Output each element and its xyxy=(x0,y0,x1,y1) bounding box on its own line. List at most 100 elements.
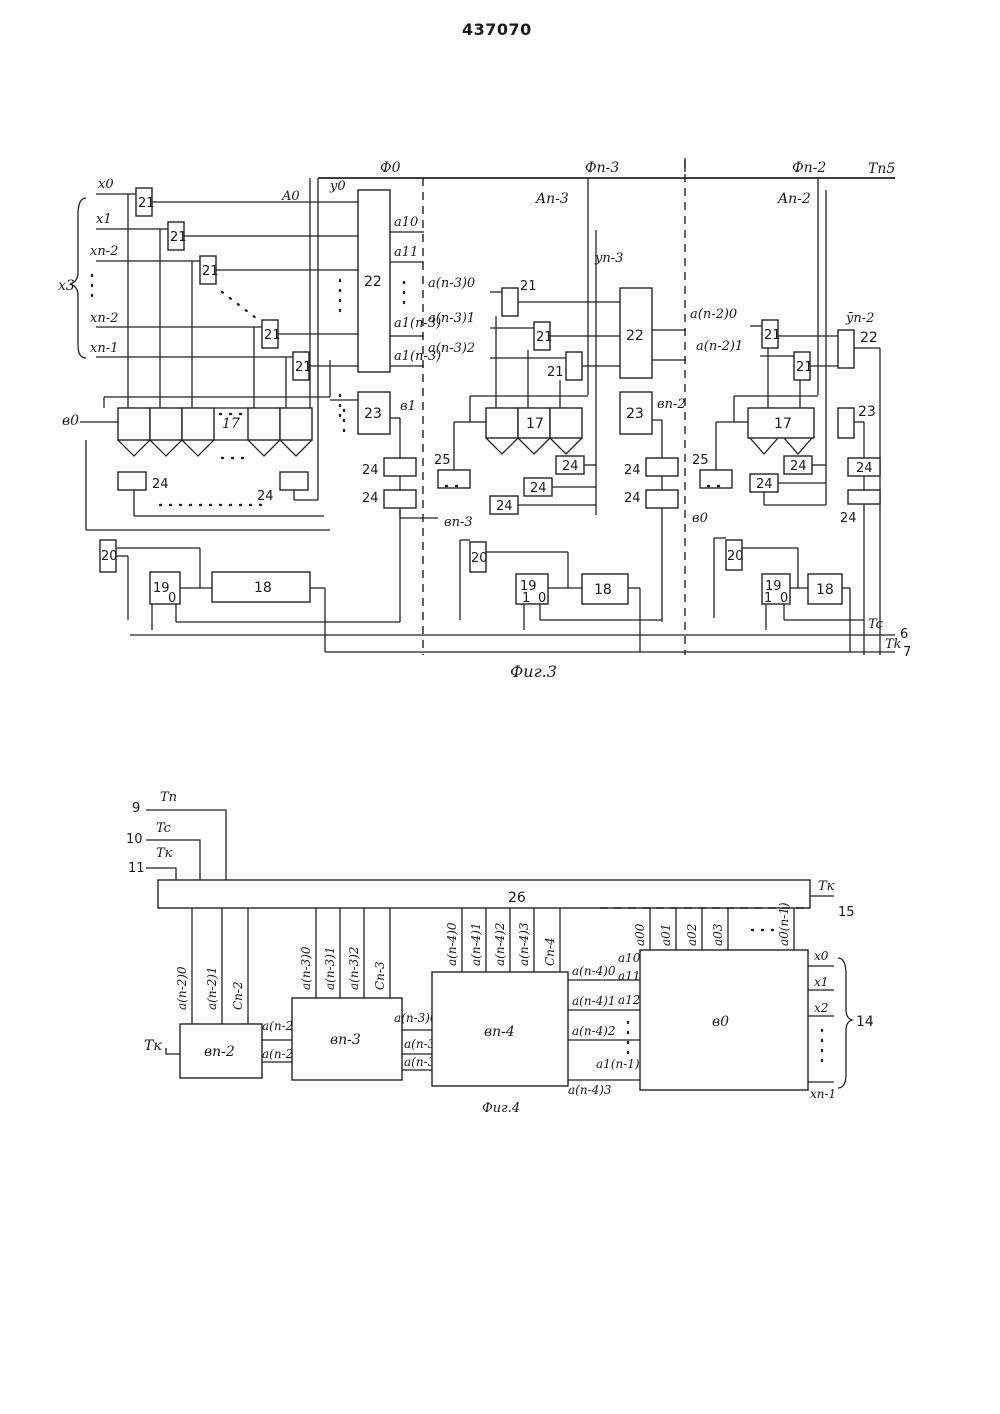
bus-b0-2: a02 xyxy=(685,924,699,946)
tc-label: Tc xyxy=(868,617,884,632)
block-17-phin2: 17 xyxy=(774,416,792,432)
block-24-m: 24 xyxy=(840,511,857,526)
input-xn2b: xn-2 xyxy=(90,311,118,326)
bus-to-b0: a00 a01 a02 a03 a0(n-1) xyxy=(633,902,794,950)
bus-n2-1: a(n-2)1 xyxy=(205,966,219,1010)
bus-26: 26 xyxy=(508,890,526,906)
input-xn1: xn-1 xyxy=(90,341,118,356)
out-b0-3: xn-1 xyxy=(810,1087,836,1101)
input-tk-left: Tк xyxy=(144,1038,162,1054)
block-22-phin2: 22 xyxy=(860,330,878,346)
bus-to-bn2: a(n-2)0 a(n-2)1 Cn-2 xyxy=(175,908,248,1024)
bus-n4-3: a(n-4)3 xyxy=(517,922,531,966)
block-19-phin3-s0: 0 xyxy=(538,591,546,606)
link-n4-3: a(n-4)3 xyxy=(568,1083,612,1097)
bus-to-bn4: a(n-4)0 a(n-4)1 a(n-4)2 a(n-4)3 Cn-4 xyxy=(445,908,560,972)
block-b0: в0 xyxy=(712,1014,729,1030)
bus-n4-0: a(n-4)0 xyxy=(445,922,459,966)
out-b0-1: x1 xyxy=(814,975,828,989)
block-21-d: 21 xyxy=(264,328,281,343)
bus-n4-4: Cn-4 xyxy=(543,937,557,966)
label-An2: An-2 xyxy=(776,191,811,207)
label-bn3: вn-3 xyxy=(444,515,473,530)
block-bn3: вn-3 xyxy=(330,1032,361,1048)
link-n4-2: a(n-4)2 xyxy=(572,1024,616,1038)
label-an31: a(n-3)1 xyxy=(428,311,475,326)
tn-label: Tn5 xyxy=(868,161,895,177)
input-tc: Tc xyxy=(156,821,172,836)
in-b0-1: a11 xyxy=(618,969,640,983)
block-24-b: 24 xyxy=(257,489,274,504)
block-22-phin3: 22 xyxy=(626,328,644,344)
ref-6: 6 xyxy=(900,627,908,642)
bus-b0-4: a0(n-1) xyxy=(777,902,791,946)
label-an20: a(n-2)0 xyxy=(690,307,737,322)
label-bn2: вn-2 xyxy=(657,397,686,412)
label-b0r: в0 xyxy=(692,511,708,526)
in-b0-3: a1(n-1) xyxy=(596,1057,640,1071)
input-xz: x3 xyxy=(58,278,75,294)
block-19-phi0-s0: 0 xyxy=(168,591,176,606)
label-a11: a11 xyxy=(394,245,418,260)
block-21-b: 21 xyxy=(170,230,187,245)
block-21-e: 21 xyxy=(295,360,312,375)
block-18-phi0: 18 xyxy=(254,580,272,596)
block-bn2: вn-2 xyxy=(204,1044,235,1060)
bus-n3-1: a(n-3)1 xyxy=(323,946,337,990)
figure-4: 9 10 11 Tп Tc Tк 26 Tк 15 вn-2 Tк a(n-2)… xyxy=(126,790,874,1116)
block-21-g: 21 xyxy=(536,330,553,345)
input-b0: в0 xyxy=(62,413,79,429)
label-b1: в1 xyxy=(400,399,416,414)
ref-14: 14 xyxy=(856,1014,874,1030)
fig4-caption: Фиг.4 xyxy=(482,1101,520,1116)
block-25-phin3: 25 xyxy=(434,453,451,468)
in-b0-2: a12 xyxy=(618,993,640,1007)
block-24-a: 24 xyxy=(152,477,169,492)
block-24-k: 24 xyxy=(756,477,773,492)
output-tk: Tк xyxy=(818,879,835,894)
block-18-phin2: 18 xyxy=(816,582,834,598)
block-23-phin3: 23 xyxy=(626,406,644,422)
bus-b0-0: a00 xyxy=(633,923,647,946)
block-24-i: 24 xyxy=(624,491,641,506)
block-24-c: 24 xyxy=(362,463,379,478)
block-24-d: 24 xyxy=(362,491,379,506)
block-20-phin3: 20 xyxy=(471,551,488,566)
bus-n4-2: a(n-4)2 xyxy=(493,922,507,966)
bus-n3-2: a(n-3)2 xyxy=(347,946,361,990)
link-n4-1: a(n-4)1 xyxy=(572,994,616,1008)
ref-7: 7 xyxy=(903,645,911,660)
input-tk: Tк xyxy=(156,846,173,861)
label-an30: a(n-3)0 xyxy=(428,276,475,291)
label-yn2: ȳn-2 xyxy=(845,311,874,326)
block-21-a: 21 xyxy=(138,196,155,211)
block-22-phi0: 22 xyxy=(364,274,382,290)
label-a10: a10 xyxy=(394,215,418,230)
label-an32: a(n-3)2 xyxy=(428,341,475,356)
section-phin2: Фn-2 xyxy=(792,160,826,176)
input-xn2a: xn-2 xyxy=(90,244,118,259)
ref-10: 10 xyxy=(126,832,143,847)
ref-15: 15 xyxy=(838,905,855,920)
ref-9: 9 xyxy=(132,801,140,816)
out-b0-2: x2 xyxy=(814,1001,828,1015)
link-n4-0: a(n-4)0 xyxy=(572,964,616,978)
input-x1: x1 xyxy=(96,212,112,227)
input-tp: Tп xyxy=(160,790,177,805)
bus-n2-0: a(n-2)0 xyxy=(175,966,189,1010)
ref-11: 11 xyxy=(128,861,145,876)
block-21-c: 21 xyxy=(202,264,219,279)
block-bn4: вn-4 xyxy=(484,1024,515,1040)
bus-n2-2: Cn-2 xyxy=(231,981,245,1010)
section-phi0: Ф0 xyxy=(380,160,401,176)
block-20-phin2: 20 xyxy=(727,549,744,564)
bus-n4-1: a(n-4)1 xyxy=(469,922,483,966)
block-19-phin2-s1: 1 xyxy=(764,591,772,606)
bus-n3-3: Cn-3 xyxy=(373,961,387,990)
block-21-h: 21 xyxy=(547,365,564,380)
block-19-phin3-s1: 1 xyxy=(522,591,530,606)
block-17-phi0: 17 xyxy=(222,416,240,432)
block-23-phin2: 23 xyxy=(858,404,876,420)
label-yn3: yn-3 xyxy=(594,251,623,266)
